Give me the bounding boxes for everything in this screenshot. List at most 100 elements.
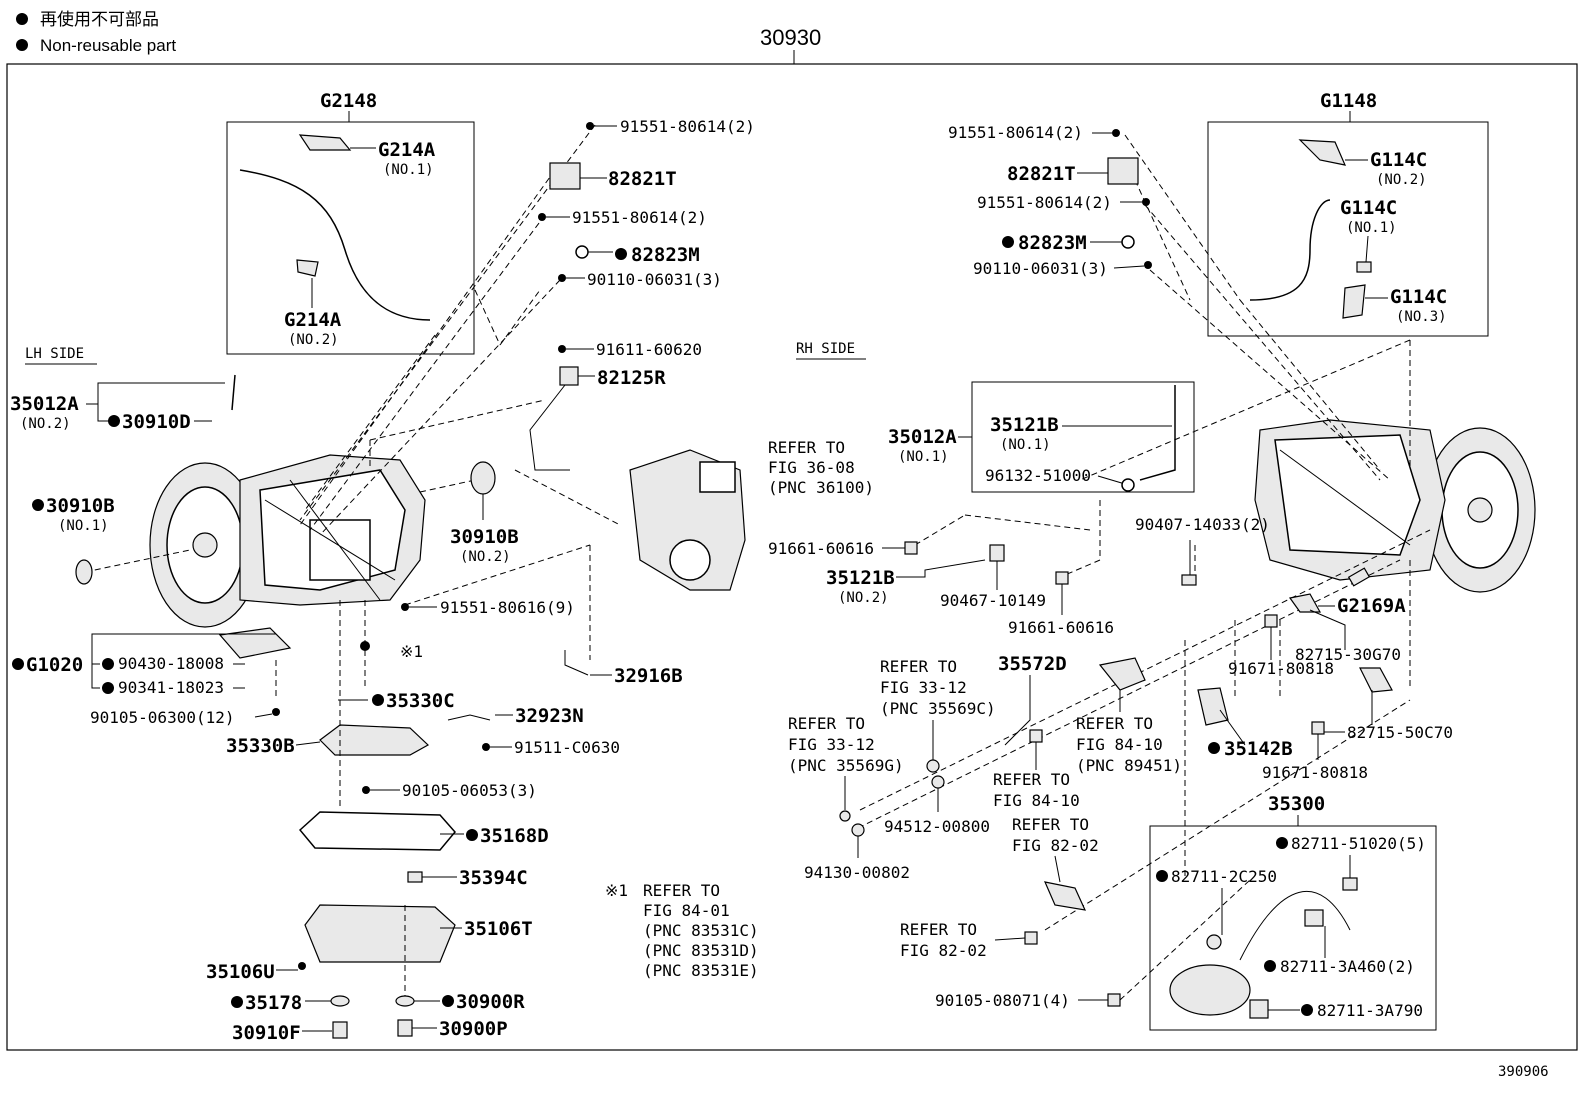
label-90105-06053-3[interactable]: 90105-06053(3)	[402, 781, 537, 800]
label-r-94130-00802[interactable]: 94130-00802	[804, 863, 910, 882]
label-30910d[interactable]: 30910D	[122, 411, 191, 433]
g214a-no1-bracket	[298, 134, 352, 151]
label-r-91661-60616-a[interactable]: 91661-60616	[768, 539, 874, 558]
label-90105-06300-12[interactable]: 90105-06300(12)	[90, 708, 235, 727]
label-g114c-no3[interactable]: G114C	[1390, 286, 1447, 308]
label-35330b[interactable]: 35330B	[226, 735, 295, 757]
label-g114c-no3-sub: (NO.3)	[1396, 309, 1447, 325]
label-r-35121b-no1[interactable]: 35121B	[990, 414, 1059, 436]
label-g214a-no1-sub: (NO.1)	[383, 162, 434, 178]
label-g214a-no2[interactable]: G214A	[284, 309, 342, 331]
label-r-90467-10149[interactable]: 90467-10149	[940, 591, 1046, 610]
label-r-82823m[interactable]: 82823M	[1018, 232, 1087, 254]
part-35300-drawing	[1169, 891, 1351, 1016]
label-30900r[interactable]: 30900R	[456, 991, 525, 1013]
lh-side-label: LH SIDE	[25, 346, 84, 362]
g214a-no2-bracket	[296, 259, 319, 277]
ref-8410a-c[interactable]: (PNC 89451)	[1076, 756, 1182, 775]
label-r-35142b[interactable]: 35142B	[1224, 738, 1293, 760]
label-r-91551-80614-2-a[interactable]: 91551-80614(2)	[948, 123, 1083, 142]
note1-mark: ※1	[605, 881, 628, 900]
label-r-82715-30g70[interactable]: 82715-30G70	[1295, 645, 1401, 664]
ref-3312g-c[interactable]: (PNC 35569G)	[788, 756, 904, 775]
label-r-91671-80818-b[interactable]: 91671-80818	[1262, 763, 1368, 782]
label-90430-18008[interactable]: 90430-18008	[118, 654, 224, 673]
label-30910b-no1[interactable]: 30910B	[46, 495, 115, 517]
label-r-90105-08071-4[interactable]: 90105-08071(4)	[935, 991, 1070, 1010]
label-refer-3608-b[interactable]: FIG 36-08	[768, 458, 855, 477]
label-r-91661-60616-b[interactable]: 91661-60616	[1008, 618, 1114, 637]
assembly-number[interactable]: 30930	[760, 25, 821, 50]
label-r-35121b-no2[interactable]: 35121B	[826, 567, 895, 589]
label-35012a-no2[interactable]: 35012A	[10, 393, 79, 415]
label-r-35572d[interactable]: 35572D	[998, 653, 1067, 675]
label-32923n[interactable]: 32923N	[515, 705, 584, 727]
note1-line-b[interactable]: FIG 84-01	[643, 901, 730, 920]
ref-8202a-b[interactable]: FIG 82-02	[1012, 836, 1099, 855]
ref-3312g-b[interactable]: FIG 33-12	[788, 735, 875, 754]
note1-line-c[interactable]: (PNC 83531C)	[643, 921, 759, 940]
ref-8410b-b[interactable]: FIG 84-10	[993, 791, 1080, 810]
label-91611-60620[interactable]: 91611-60620	[596, 340, 702, 359]
label-91551-80614-2-a[interactable]: 91551-80614(2)	[620, 117, 755, 136]
g114c-no2-bracket	[1298, 139, 1347, 166]
label-g214a-no1[interactable]: G214A	[378, 139, 436, 161]
ref-3312c-a[interactable]: REFER TO	[880, 657, 957, 676]
label-r-94512-00800[interactable]: 94512-00800	[884, 817, 990, 836]
legend-dot-jp	[16, 13, 28, 25]
label-91511-c0630[interactable]: 91511-C0630	[514, 738, 620, 757]
label-90110-06031-a[interactable]: 90110-06031(3)	[587, 270, 722, 289]
label-g114c-no2[interactable]: G114C	[1370, 149, 1427, 171]
label-35106u[interactable]: 35106U	[206, 961, 275, 983]
label-30910f[interactable]: 30910F	[232, 1022, 301, 1044]
label-r-90110-06031-3[interactable]: 90110-06031(3)	[973, 259, 1108, 278]
label-r-90407-14033-2[interactable]: 90407-14033(2)	[1135, 515, 1270, 534]
label-r-82711-51020-5[interactable]: 82711-51020(5)	[1291, 834, 1426, 853]
group-g1148-label[interactable]: G1148	[1320, 90, 1377, 112]
label-35106t[interactable]: 35106T	[464, 918, 533, 940]
label-r-35012a-no1[interactable]: 35012A	[888, 426, 957, 448]
ref-8410a-b[interactable]: FIG 84-10	[1076, 735, 1163, 754]
note1-line-a[interactable]: REFER TO	[643, 881, 720, 900]
label-82821t-a[interactable]: 82821T	[608, 168, 677, 190]
label-35394c[interactable]: 35394C	[459, 867, 528, 889]
breather-tube-rh	[1139, 385, 1176, 481]
ref-3312c-c[interactable]: (PNC 35569C)	[880, 699, 996, 718]
label-r-82711-2c250[interactable]: 82711-2C250	[1171, 867, 1277, 886]
label-g114c-no1[interactable]: G114C	[1340, 197, 1397, 219]
ref-3312c-b[interactable]: FIG 33-12	[880, 678, 967, 697]
label-30910b-no2[interactable]: 30910B	[450, 526, 519, 548]
label-r-82711-3a790[interactable]: 82711-3A790	[1317, 1001, 1423, 1020]
label-32916b[interactable]: 32916B	[614, 665, 683, 687]
note1-line-e[interactable]: (PNC 83531E)	[643, 961, 759, 980]
label-r-82821t[interactable]: 82821T	[1007, 163, 1076, 185]
label-91551-80616-9[interactable]: 91551-80616(9)	[440, 598, 575, 617]
label-refer-3608-c[interactable]: (PNC 36100)	[768, 478, 874, 497]
ref-8202a-a[interactable]: REFER TO	[1012, 815, 1089, 834]
ref-8410b-a[interactable]: REFER TO	[993, 770, 1070, 789]
label-r-g2169a[interactable]: G2169A	[1337, 595, 1406, 617]
ref-8410a-a[interactable]: REFER TO	[1076, 714, 1153, 733]
group-35300-label[interactable]: 35300	[1268, 793, 1325, 815]
label-g1020[interactable]: G1020	[26, 654, 83, 676]
label-r-82711-3a460-2[interactable]: 82711-3A460(2)	[1280, 957, 1415, 976]
label-r-35121b-no2-sub: (NO.2)	[838, 590, 889, 606]
label-90341-18023[interactable]: 90341-18023	[118, 678, 224, 697]
label-r-82715-50c70[interactable]: 82715-50C70	[1347, 723, 1453, 742]
label-82823m-a[interactable]: 82823M	[631, 244, 700, 266]
group-g2148-label[interactable]: G2148	[320, 90, 377, 112]
label-35168d[interactable]: 35168D	[480, 825, 549, 847]
ref-8202b-b[interactable]: FIG 82-02	[900, 941, 987, 960]
label-r-96132-51000[interactable]: 96132-51000	[985, 466, 1091, 485]
label-82125r[interactable]: 82125R	[597, 367, 666, 389]
ref-8202b-a[interactable]: REFER TO	[900, 920, 977, 939]
ref-3312g-a[interactable]: REFER TO	[788, 714, 865, 733]
label-r-91671-80818-a[interactable]: 91671-80818	[1228, 659, 1334, 678]
label-91551-80614-2-b[interactable]: 91551-80614(2)	[572, 208, 707, 227]
label-35178[interactable]: 35178	[245, 992, 302, 1014]
note1-line-d[interactable]: (PNC 83531D)	[643, 941, 759, 960]
label-30900p[interactable]: 30900P	[439, 1018, 508, 1040]
label-r-91551-80614-2-b[interactable]: 91551-80614(2)	[977, 193, 1112, 212]
label-refer-3608-a[interactable]: REFER TO	[768, 438, 845, 457]
label-35330c[interactable]: 35330C	[386, 690, 455, 712]
